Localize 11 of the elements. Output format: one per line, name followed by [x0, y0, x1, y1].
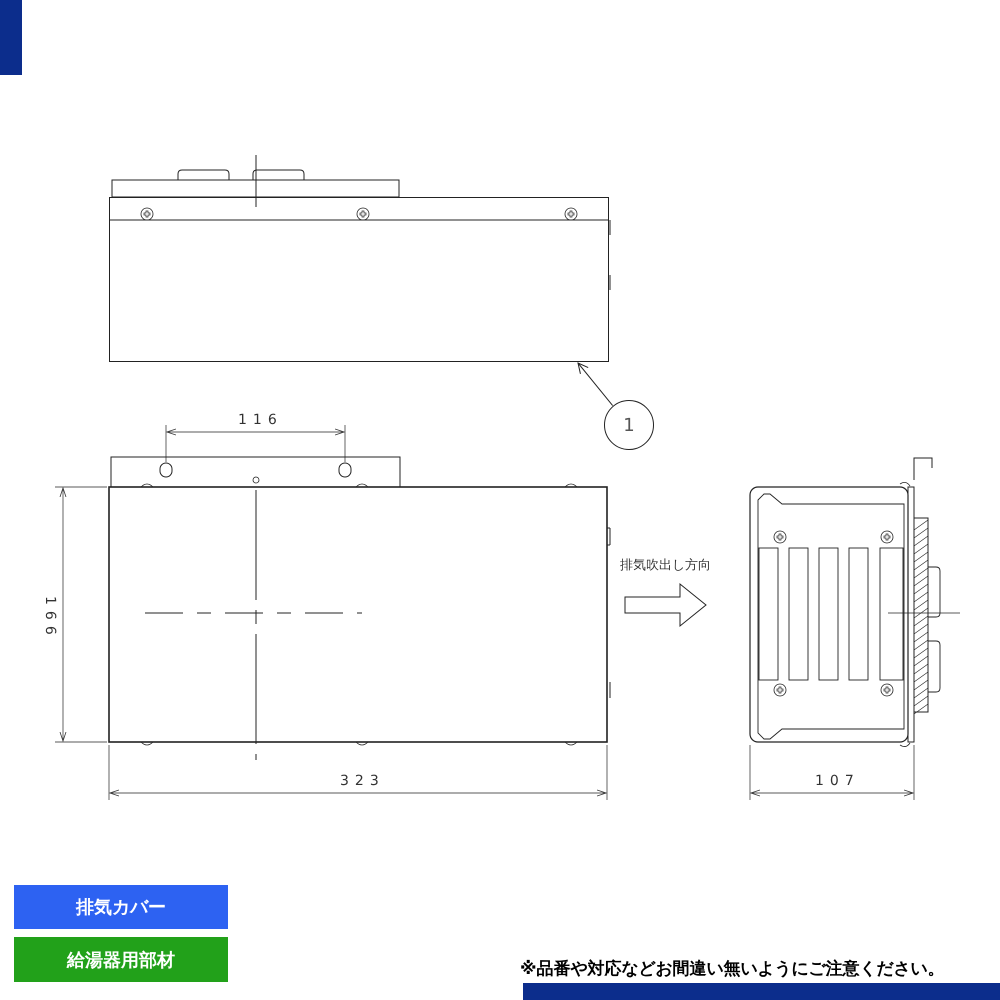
category-badge: 排気カバー: [14, 885, 228, 929]
callout-circle: 1: [604, 400, 654, 450]
leader-line: [578, 362, 614, 406]
category-badge: 給湯器用部材: [14, 937, 228, 982]
dimension-text: 323: [340, 773, 385, 789]
dimension-text: 166: [42, 596, 58, 641]
cover-body: [109, 197, 609, 362]
direction-label: 排気吹出し方向: [620, 558, 711, 574]
dimension-text: 116: [238, 412, 283, 428]
dimension-text: 107: [815, 773, 860, 789]
notice-text: ※品番や対応などお間違い無いようにご注意ください。: [520, 958, 945, 980]
